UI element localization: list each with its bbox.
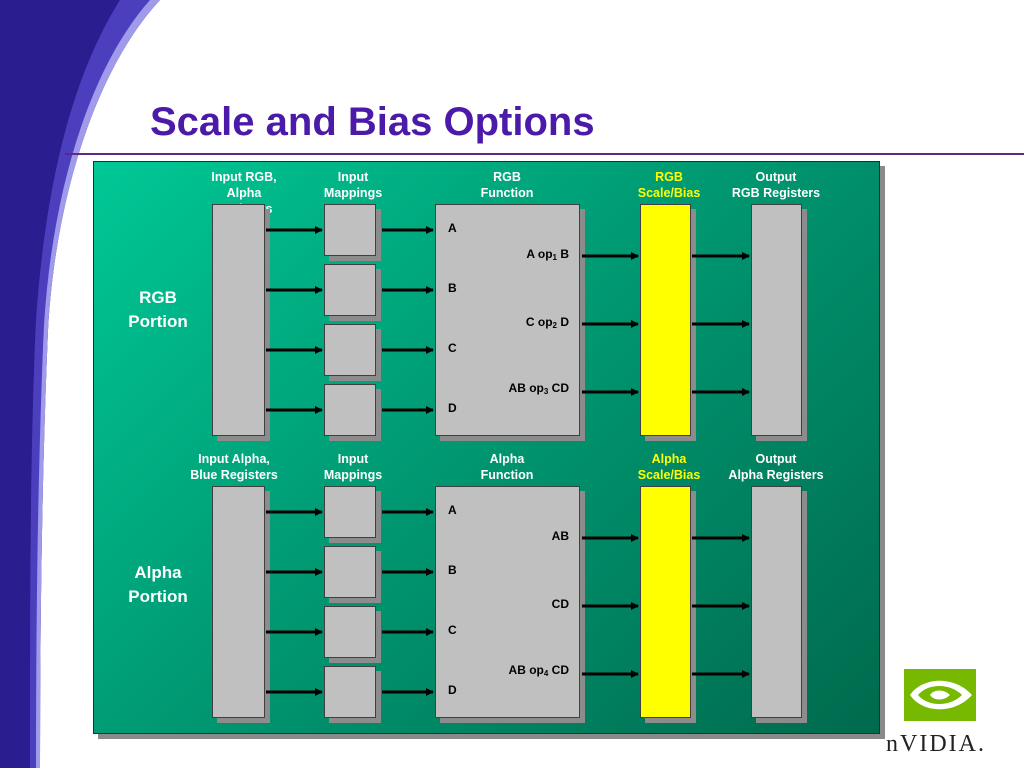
page-title: Scale and Bias Options bbox=[150, 100, 595, 144]
rgb-scale-bias-heading: RGB Scale/Bias bbox=[638, 169, 701, 201]
heading-line: Mappings bbox=[323, 186, 383, 200]
alpha-function-heading: Alpha Function bbox=[481, 451, 534, 483]
section-line: RGB bbox=[139, 288, 177, 307]
func-input-a: A bbox=[448, 503, 457, 517]
alpha-output-registers-box bbox=[751, 486, 802, 718]
heading-line: RGB bbox=[655, 170, 683, 184]
rgb-mapping-box-d bbox=[324, 384, 376, 436]
func-output-3: AB op4 CD bbox=[508, 663, 569, 678]
alpha-mapping-box-a bbox=[324, 486, 376, 538]
alpha-mapping-box-c bbox=[324, 606, 376, 658]
heading-line: Input bbox=[337, 452, 369, 466]
alpha-mappings-heading: Input Mappings bbox=[324, 451, 382, 483]
nvidia-wordmark: nVIDIA. bbox=[886, 731, 986, 757]
alpha-function-box: A B C D AB CD AB op4 CD bbox=[435, 486, 580, 718]
func-output-2: CD bbox=[551, 597, 569, 611]
alpha-scale-bias-heading: Alpha Scale/Bias bbox=[638, 451, 701, 483]
section-line: Alpha bbox=[134, 563, 182, 582]
func-output-1: A op1 B bbox=[526, 247, 569, 262]
rgb-mapping-box-b bbox=[324, 264, 376, 316]
func-output-1: AB bbox=[551, 529, 569, 543]
corner-swoosh-graphic bbox=[0, 0, 160, 768]
func-input-b: B bbox=[448, 563, 457, 577]
rgb-scale-bias-box bbox=[640, 204, 691, 436]
heading-line: Blue Registers bbox=[190, 468, 278, 482]
func-input-d: D bbox=[448, 401, 457, 415]
title-divider bbox=[65, 153, 1024, 155]
heading-line: Alpha Registers bbox=[728, 468, 824, 482]
func-input-b: B bbox=[448, 281, 457, 295]
heading-line: Scale/Bias bbox=[637, 186, 701, 200]
heading-line: Input bbox=[337, 170, 369, 184]
section-line: Portion bbox=[128, 587, 188, 606]
alpha-mapping-box-d bbox=[324, 666, 376, 718]
heading-line: Mappings bbox=[323, 468, 383, 482]
alpha-input-registers-box bbox=[212, 486, 265, 718]
func-input-c: C bbox=[448, 341, 457, 355]
rgb-mappings-heading: Input Mappings bbox=[324, 169, 382, 201]
section-line: Portion bbox=[128, 312, 188, 331]
rgb-function-heading: RGB Function bbox=[481, 169, 534, 201]
heading-line: RGB bbox=[493, 170, 521, 184]
rgb-function-box: A B C D A op1 B C op2 D AB op3 CD bbox=[435, 204, 580, 436]
rgb-mapping-box-c bbox=[324, 324, 376, 376]
rgb-output-heading: Output RGB Registers bbox=[732, 169, 820, 201]
func-input-d: D bbox=[448, 683, 457, 697]
func-output-2: C op2 D bbox=[525, 315, 569, 330]
func-input-c: C bbox=[448, 623, 457, 637]
heading-line: Alpha bbox=[489, 452, 525, 466]
heading-line: Input RGB, bbox=[211, 170, 277, 184]
heading-line: RGB Registers bbox=[731, 186, 821, 200]
heading-line: Function bbox=[480, 186, 534, 200]
alpha-scale-bias-box bbox=[640, 486, 691, 718]
heading-line: Alpha bbox=[651, 452, 687, 466]
func-input-a: A bbox=[448, 221, 457, 235]
heading-line: Scale/Bias bbox=[637, 468, 701, 482]
alpha-inputs-heading: Input Alpha, Blue Registers bbox=[190, 451, 278, 483]
nvidia-logo: nVIDIA. bbox=[880, 665, 1020, 765]
alpha-mapping-box-b bbox=[324, 546, 376, 598]
rgb-input-registers-box bbox=[212, 204, 265, 436]
rgb-output-registers-box bbox=[751, 204, 802, 436]
alpha-output-heading: Output Alpha Registers bbox=[728, 451, 823, 483]
rgb-mapping-box-a bbox=[324, 204, 376, 256]
rgb-portion-label: RGB Portion bbox=[128, 286, 188, 334]
nvidia-eye-icon bbox=[904, 669, 976, 721]
heading-line: Output bbox=[755, 170, 797, 184]
heading-line: Function bbox=[480, 468, 534, 482]
func-output-3: AB op3 CD bbox=[508, 381, 569, 396]
heading-line: Input Alpha, bbox=[198, 452, 270, 466]
heading-line: Alpha bbox=[226, 186, 262, 200]
alpha-portion-label: Alpha Portion bbox=[128, 561, 188, 609]
heading-line: Output bbox=[755, 452, 797, 466]
